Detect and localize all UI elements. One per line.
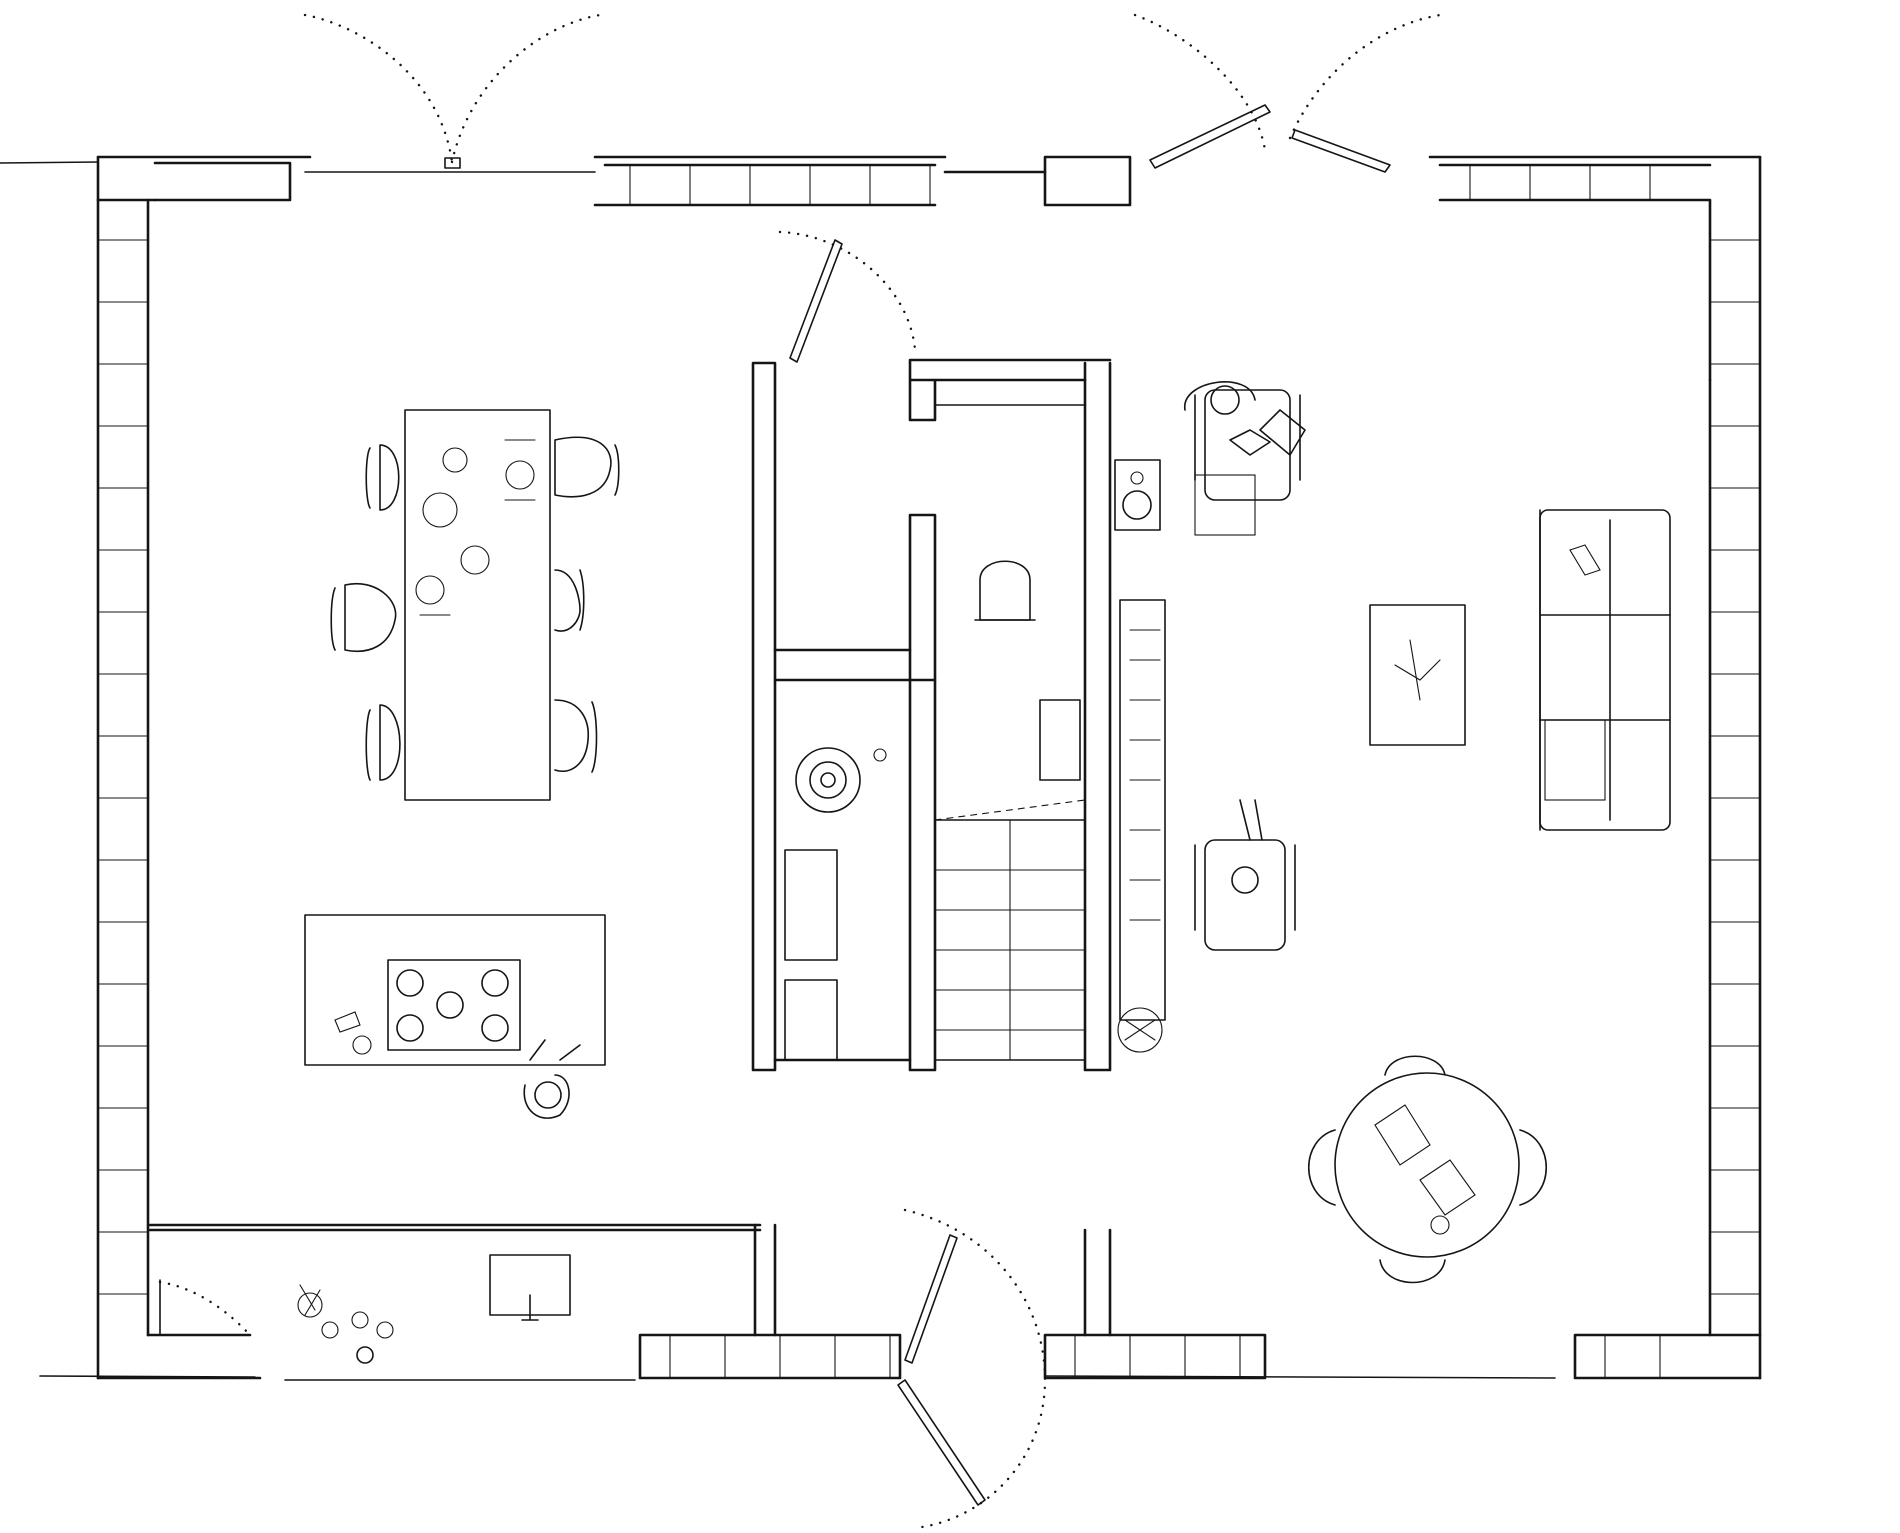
armchair [1194, 389, 1301, 501]
sink-unit [489, 1254, 571, 1321]
door-north-right [1133, 13, 1442, 173]
dining-chair [554, 699, 598, 773]
interior-wall-core [751, 358, 1112, 1072]
round-table-chair [1384, 1055, 1446, 1076]
plant [1117, 1007, 1163, 1053]
site-line-top [0, 161, 596, 173]
door-southwest [158, 1279, 252, 1337]
round-table-chair [1307, 1129, 1336, 1206]
round-table-chair [1519, 1129, 1548, 1206]
dining-table [404, 409, 551, 801]
record-player [1114, 459, 1161, 531]
dining-chair [330, 582, 397, 652]
dining-chair [365, 444, 400, 511]
interior-wall-south-partition [148, 1223, 1112, 1337]
rug [1369, 604, 1466, 746]
dining-chair [554, 436, 620, 498]
plants [297, 1284, 394, 1364]
exterior-wall-east [1708, 155, 1762, 1380]
washbasin [795, 747, 887, 813]
person [523, 1039, 581, 1119]
door-core-top [778, 230, 917, 363]
toilet [974, 560, 1036, 621]
round-table [1334, 1072, 1520, 1258]
kitchen-island [304, 914, 606, 1066]
round-table-chair [1379, 1259, 1446, 1284]
armchair-with-person [1194, 799, 1296, 951]
exterior-wall-south [96, 1333, 1762, 1380]
bookshelf [1119, 599, 1166, 1021]
wall-window-ticks [97, 164, 1761, 1379]
dining-chair [365, 704, 401, 781]
exterior-wall-north [96, 155, 1762, 382]
cabinet [784, 699, 1081, 1061]
shelf [934, 379, 1086, 406]
stair [934, 799, 1086, 1061]
dining-chair [554, 569, 585, 632]
sofa [1539, 509, 1671, 831]
door-south-entry [897, 1208, 1047, 1530]
person-with-book [1184, 381, 1306, 536]
door-north-left [303, 13, 602, 169]
exterior-wall-west [96, 155, 150, 1380]
